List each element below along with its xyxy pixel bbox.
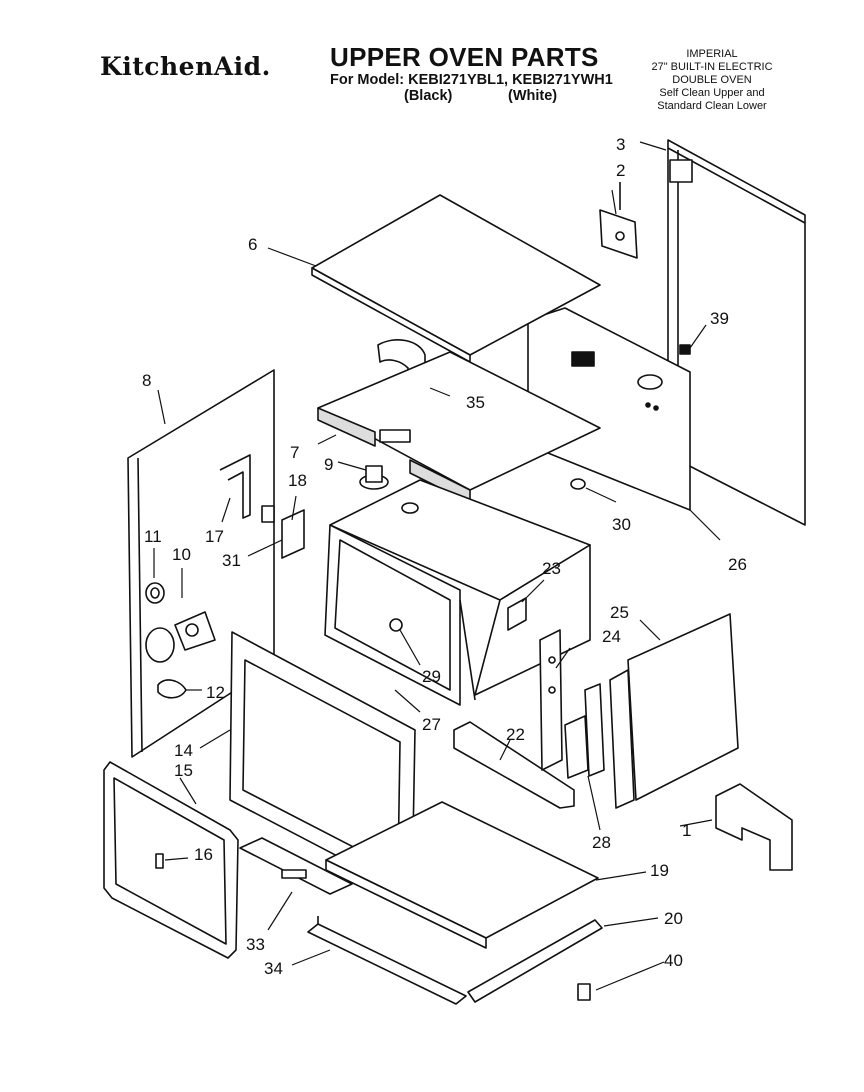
part-28-hinge — [564, 683, 605, 779]
callout-2: 2 — [616, 161, 625, 180]
callout-3: 3 — [616, 135, 625, 154]
part-17-bracket — [219, 454, 251, 519]
part-29-plug — [389, 618, 403, 632]
callout-39: 39 — [710, 309, 729, 328]
callout-22: 22 — [506, 725, 525, 744]
callout-27: 27 — [422, 715, 441, 734]
brand-logo: KitchenAid. — [100, 52, 271, 81]
callout-34: 34 — [264, 959, 283, 978]
part-2-bracket — [599, 182, 638, 259]
part-39-clip — [679, 344, 691, 355]
part-15-door-gasket — [103, 761, 239, 959]
part-18-bracket — [261, 505, 275, 523]
part-26-rear-panel — [527, 307, 691, 511]
part-24-control-bracket — [539, 629, 563, 771]
callout-20: 20 — [664, 909, 683, 928]
callout-31: 31 — [222, 551, 241, 570]
callout-24: 24 — [602, 627, 621, 646]
part-3-side-panel — [667, 139, 806, 526]
part-31-bracket — [281, 509, 305, 559]
part-10-light-lens — [145, 611, 216, 663]
callout-7: 7 — [290, 443, 299, 462]
product-info-line: 27" BUILT-IN ELECTRIC — [651, 61, 773, 73]
part-12-bulb — [157, 679, 187, 699]
callout-labels: 1 2 3 6 7 8 9 10 11 12 14 15 16 17 18 19… — [142, 135, 747, 978]
callout-25: 25 — [610, 603, 629, 622]
part-16-clip — [155, 853, 164, 869]
callout-28: 28 — [592, 833, 611, 852]
part-34-lower-trim — [307, 916, 467, 1005]
part-14-door-frame — [229, 631, 416, 896]
part-1-latch-plate — [715, 783, 793, 871]
part-20-rail — [467, 919, 603, 1003]
callout-15: 15 — [174, 761, 193, 780]
part-19-bottom-panel — [325, 801, 599, 949]
product-info-block: IMPERIAL 27" BUILT-IN ELECTRIC DOUBLE OV… — [624, 48, 800, 113]
product-info-line: DOUBLE OVEN — [672, 74, 752, 86]
variant-white-label: (White) — [508, 88, 558, 104]
callout-33: 33 — [246, 935, 265, 954]
part-33-vent-trim — [239, 837, 353, 895]
callout-6: 6 — [248, 235, 257, 254]
leader-lines — [153, 141, 721, 991]
part-22-rail — [453, 721, 575, 809]
variant-black-label: (Black) — [404, 88, 453, 104]
callout-19: 19 — [650, 861, 669, 880]
callout-30: 30 — [612, 515, 631, 534]
part-23-bracket — [507, 597, 527, 631]
product-info-line: IMPERIAL — [686, 48, 738, 60]
callout-40: 40 — [664, 951, 683, 970]
part-40-clip — [577, 983, 591, 1001]
product-info-line: Standard Clean Lower — [657, 100, 767, 112]
callout-1: 1 — [682, 821, 691, 840]
callout-18: 18 — [288, 471, 307, 490]
page-title: UPPER OVEN PARTS — [330, 42, 599, 72]
part-7-upper-shelf — [317, 351, 601, 504]
callout-17: 17 — [205, 527, 224, 546]
product-info-line: Self Clean Upper and — [659, 87, 765, 99]
part-27-oven-cavity — [324, 479, 591, 706]
callout-11: 11 — [144, 527, 162, 546]
model-numbers: For Model: KEBI271YBL1, KEBI271YWH1 — [330, 72, 613, 88]
callout-16: 16 — [194, 845, 213, 864]
part-25-door-panel — [609, 613, 739, 809]
part-11-grommet — [145, 582, 165, 604]
callout-12: 12 — [206, 683, 225, 702]
callout-9: 9 — [324, 455, 333, 474]
callout-29: 29 — [422, 667, 441, 686]
callout-26: 26 — [728, 555, 747, 574]
callout-14: 14 — [174, 741, 193, 760]
callout-35: 35 — [466, 393, 485, 412]
callout-8: 8 — [142, 371, 151, 390]
callout-23: 23 — [542, 559, 561, 578]
part-30-grommet — [570, 478, 586, 490]
callout-10: 10 — [172, 545, 191, 564]
part-9-bulb-socket — [359, 465, 389, 490]
